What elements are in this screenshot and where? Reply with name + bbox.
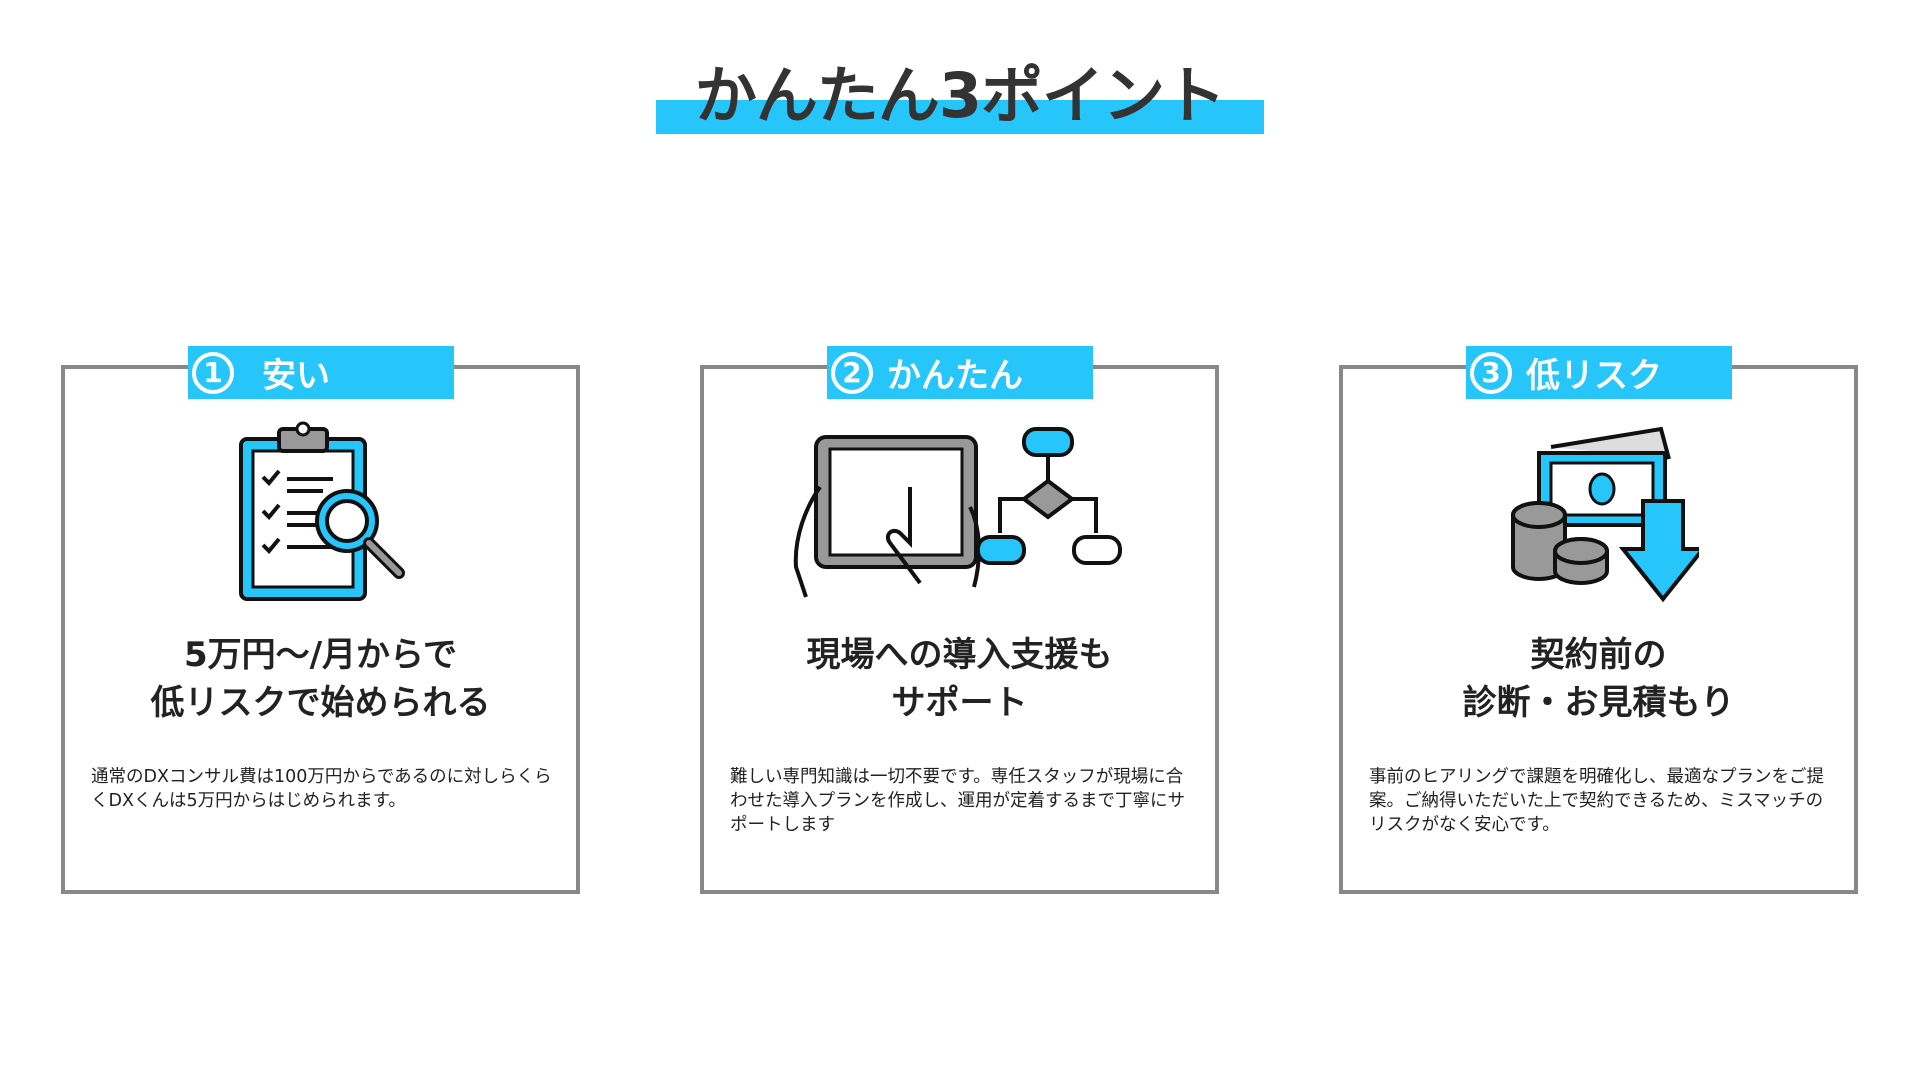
page-title: かんたん3ポイント (694, 59, 1226, 132)
point-card-easy: 2 かんたん 現場への導入支援もサポート 難しい専門知識は一切不要です。専任スタッ… (700, 346, 1219, 894)
card-tag: 2 かんたん (827, 346, 1093, 399)
headline-line2: サポート (891, 683, 1028, 723)
headline-line1: 現場への導入支援も (806, 635, 1113, 675)
card-description: 難しい専門知識は一切不要です。専任スタッフが現場に合わせた導入プランを作成し、運… (730, 767, 1185, 835)
number-badge: 2 (831, 351, 873, 394)
tag-label: かんたん (887, 356, 1023, 396)
headline-line2: 低リスクで始められる (150, 683, 491, 723)
tag-label: 低リスク (1526, 356, 1662, 396)
card-tag: 1 安い (188, 346, 454, 399)
money-down-icon (1510, 426, 1699, 603)
point-card-low-risk: 3 低リスク 契約前の診断・お見積もり 事前のヒアリングで課題を明確化し、最適なプ… (1339, 346, 1858, 894)
card-description: 通常のDXコンサル費は100万円からであるのに対しらくらくDXくんは5万円からは… (91, 767, 552, 811)
headline-line1: 5万円〜/月からで (183, 635, 458, 675)
tablet-flowchart-icon (793, 427, 1122, 598)
headline-line2: 診断・お見積もり (1462, 683, 1735, 723)
title-highlight (656, 100, 1264, 134)
tag-label: 安い (262, 356, 330, 396)
number-badge: 3 (1470, 351, 1512, 394)
headline-line1: 契約前の (1530, 635, 1667, 675)
card-description: 事前のヒアリングで課題を明確化し、最適なプランをご提案。ご納得いただいた上で契約… (1369, 767, 1824, 835)
page-title-block: かんたん3ポイント (656, 56, 1264, 136)
clipboard-search-icon (238, 421, 405, 601)
card-tag: 3 低リスク (1466, 346, 1732, 399)
point-card-cheap: 1 安い 5万円〜/月からで低リスクで始められる 通常のDXコンサル費は100万円… (61, 346, 580, 894)
number-badge: 1 (192, 351, 234, 394)
